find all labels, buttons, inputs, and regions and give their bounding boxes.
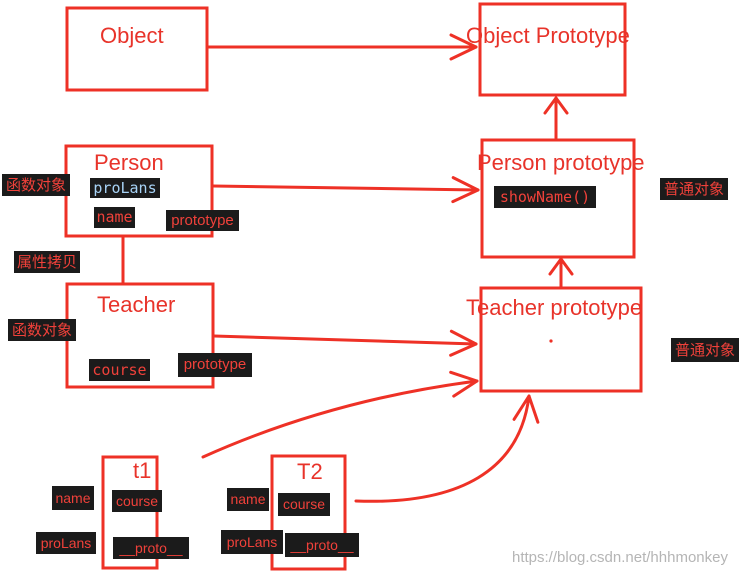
t2-title: T2 xyxy=(297,459,323,484)
teacher-kind-label: 函数对象 xyxy=(8,319,76,341)
person-prototype-kind-label: 普通对象 xyxy=(660,178,728,200)
person-prop-name: name xyxy=(94,207,135,228)
teacher-prop-course: course xyxy=(89,359,150,381)
person-prop-prototype: prototype xyxy=(166,210,239,231)
t1-prop-proto: __proto__ xyxy=(113,537,189,559)
person-title: Person xyxy=(94,150,164,175)
arrow-teacher-to-teacher-prototype xyxy=(212,329,478,357)
teacher-prop-prototype: prototype xyxy=(178,353,252,377)
person-prototype-title: Person prototype xyxy=(477,150,645,175)
object-title: Object xyxy=(100,23,164,48)
inheritance-label: 属性拷贝 xyxy=(14,251,80,273)
teacher-title: Teacher xyxy=(97,292,176,317)
t2-prop-proLans: proLans xyxy=(221,530,283,554)
arrow-t2-to-teacher-prototype xyxy=(354,394,540,503)
object-prototype-title: Object Prototype xyxy=(466,23,630,48)
object-box xyxy=(65,6,209,92)
t1-prop-proLans: proLans xyxy=(36,532,96,554)
person-prop-proLans: proLans xyxy=(90,178,160,198)
arrow-t1-to-teacher-prototype xyxy=(201,370,479,459)
person-prototype-method: showName() xyxy=(494,186,596,208)
person-kind-label: 函数对象 xyxy=(2,174,70,196)
t1-title: t1 xyxy=(133,458,152,483)
t2-prop-name: name xyxy=(227,488,269,511)
teacher-prototype-kind-label: 普通对象 xyxy=(671,338,739,362)
t2-prop-course: course xyxy=(278,493,330,516)
watermark-url: https://blog.csdn.net/hhhmonkey xyxy=(512,549,728,566)
teacher-prototype-title: Teacher prototype xyxy=(466,295,643,320)
t1-prop-course: course xyxy=(112,490,162,512)
t1-prop-name: name xyxy=(52,486,94,510)
object-prototype-box xyxy=(478,2,627,97)
arrow-person-to-person-prototype xyxy=(211,176,480,204)
teacher-prototype-box xyxy=(479,286,643,393)
teacher-prototype-dot xyxy=(549,339,553,343)
t2-prop-proto: __proto__ xyxy=(285,533,359,557)
